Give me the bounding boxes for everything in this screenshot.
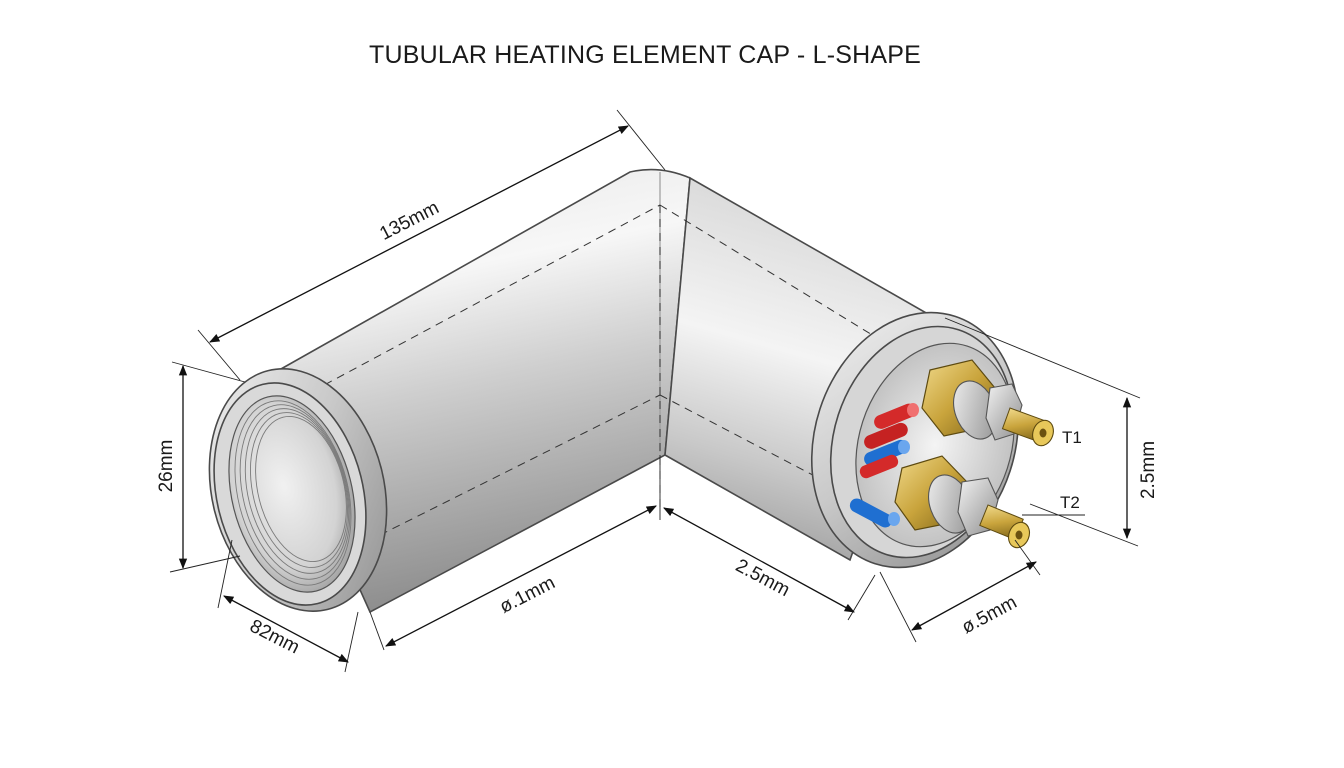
- lead-wires: [849, 403, 919, 528]
- ext-line-82-left: [217, 539, 233, 609]
- ext-line-diam-left: [369, 611, 385, 651]
- red-wire-upper: [874, 403, 919, 429]
- terminal-t1: [921, 359, 1054, 447]
- dim-label-2-5mm-right: 2.5mm: [1138, 441, 1159, 499]
- blue-wire-upper: [864, 439, 910, 466]
- ext-line-135-left: [197, 329, 241, 381]
- red-wire-lower: [859, 454, 899, 479]
- dimension-lines: [169, 109, 1141, 673]
- ext-line-82-right: [344, 611, 359, 673]
- drawing-title: TUBULAR HEATING ELEMENT CAP - L-SHAPE: [369, 41, 921, 69]
- ext-line-face-right: [1014, 539, 1041, 576]
- dim-label-diam-1mm: ø.1mm: [496, 572, 558, 618]
- dim-line-82: [223, 595, 349, 663]
- terminal-label-t1: T1: [1062, 428, 1082, 447]
- cap-body: [208, 168, 1020, 614]
- ext-line-26-bottom: [169, 555, 241, 573]
- red-wire-mid: [864, 422, 908, 449]
- internal-thread: [234, 400, 352, 586]
- terminal-t2: [894, 455, 1031, 549]
- dim-line-135: [209, 125, 629, 343]
- dim-line-25-bottom: [663, 507, 855, 613]
- dim-line-diam-face: [911, 561, 1037, 631]
- ext-line-face-left: [879, 571, 917, 643]
- ext-line-25r-bottom: [1029, 503, 1139, 547]
- ext-line-135-right: [616, 109, 666, 171]
- dim-label-135mm: 135mm: [377, 197, 443, 244]
- dim-label-26mm: 26mm: [156, 440, 177, 493]
- dim-line-diam-bottom: [385, 505, 657, 647]
- hidden-line-upper-right: [659, 204, 906, 356]
- ext-line-25r-top: [944, 317, 1141, 399]
- hidden-line-lower-left: [379, 394, 661, 536]
- ext-line-25b-right: [847, 574, 876, 621]
- blue-wire-lower: [849, 498, 900, 528]
- terminal-label-t2: T2: [1060, 493, 1080, 512]
